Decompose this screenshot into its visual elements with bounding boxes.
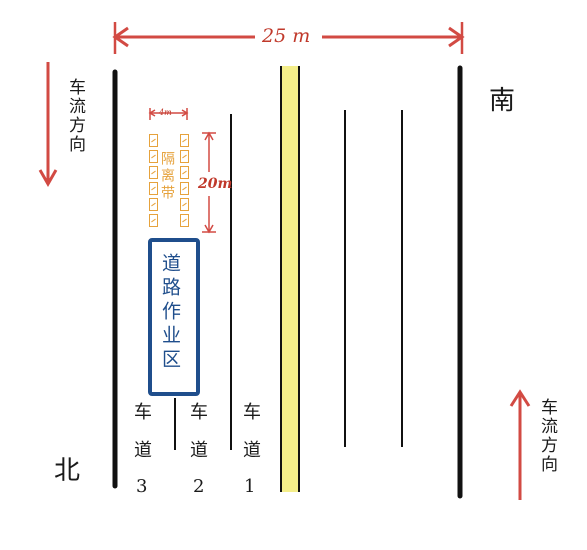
lane-2-char1: 车: [190, 402, 208, 423]
barrier-width-label: 4m: [159, 108, 172, 117]
work-zone-box: [148, 238, 200, 396]
direction-north-label: 北: [54, 456, 81, 486]
barrier-label: 隔离带: [159, 151, 175, 202]
lane-3-char2: 道: [134, 440, 152, 461]
barrier-block: [180, 214, 189, 227]
lane-1-char2: 道: [243, 440, 261, 461]
lane-2-number: 2: [193, 476, 205, 497]
barrier-block: [149, 198, 158, 211]
barrier-block: [149, 134, 158, 147]
center-median: [280, 66, 300, 492]
barrier-block: [180, 134, 189, 147]
barrier-block: [149, 182, 158, 195]
traffic-flow-label-right: 车流方向: [537, 398, 557, 474]
lane-2-char2: 道: [190, 440, 208, 461]
barrier-block: [180, 150, 189, 163]
lane-1-number: 1: [244, 476, 256, 497]
direction-south-label: 南: [489, 86, 516, 116]
width-dimension-arrow: [112, 22, 465, 54]
barrier-block: [180, 166, 189, 179]
barrier-length-label: 20m: [198, 176, 233, 192]
traffic-flow-arrow-down: [38, 62, 58, 188]
barrier-block: [180, 182, 189, 195]
barrier-block: [149, 166, 158, 179]
traffic-flow-label-left: 车流方向: [65, 78, 85, 154]
lane-1-char1: 车: [243, 402, 261, 423]
barrier-width-dimension: [148, 108, 189, 120]
road-width-label: 25 m: [262, 25, 311, 47]
barrier-block: [180, 198, 189, 211]
barrier-block: [149, 150, 158, 163]
lane-3-number: 3: [136, 476, 148, 497]
barrier-length-dimension: [202, 131, 216, 234]
lane-3-char1: 车: [134, 402, 152, 423]
traffic-flow-arrow-up: [509, 389, 531, 500]
work-zone-label: 道路作业区: [159, 253, 181, 373]
barrier-block: [149, 214, 158, 227]
